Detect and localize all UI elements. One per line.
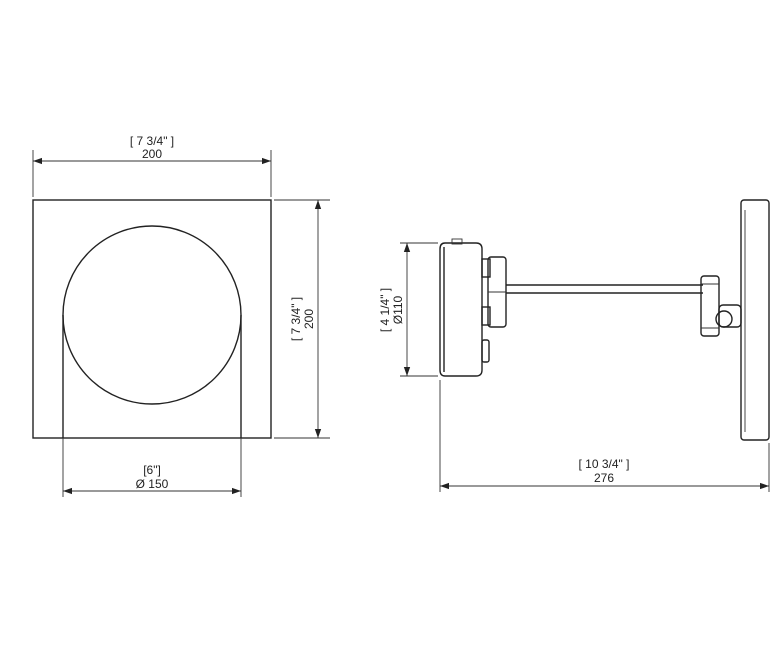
height-metric-label: 200 [302,309,316,329]
head-metric-label: Ø110 [391,295,405,324]
mirror-head [439,242,483,377]
front-view: [ 7 3/4" ] 200 [ 7 3/4" ] 200 [6"] Ø 150 [32,134,330,497]
mirror-circle [62,225,242,405]
back-plate [32,199,272,439]
head-joint-upper [481,258,491,278]
mirror-imperial-label: [6"] [143,463,161,477]
height-imperial-label: [ 7 3/4" ] [289,297,303,341]
wall-plate [740,199,770,441]
side-view: [ 4 1/4" ] Ø110 [ 10 3/4" ] 276 [378,199,770,492]
pivot-knob [715,310,733,328]
width-metric-label: 200 [142,147,162,161]
head-top-nub [451,238,463,245]
projection-metric-label: 276 [594,471,614,485]
wall-pivot-block [700,275,720,337]
projection-imperial-label: [ 10 3/4" ] [579,457,630,471]
light-switch [481,339,490,363]
mirror-metric-label: Ø 150 [136,477,169,491]
width-imperial-label: [ 7 3/4" ] [130,134,174,148]
head-imperial-label: [ 4 1/4" ] [378,288,392,332]
head-joint-lower [481,306,491,326]
